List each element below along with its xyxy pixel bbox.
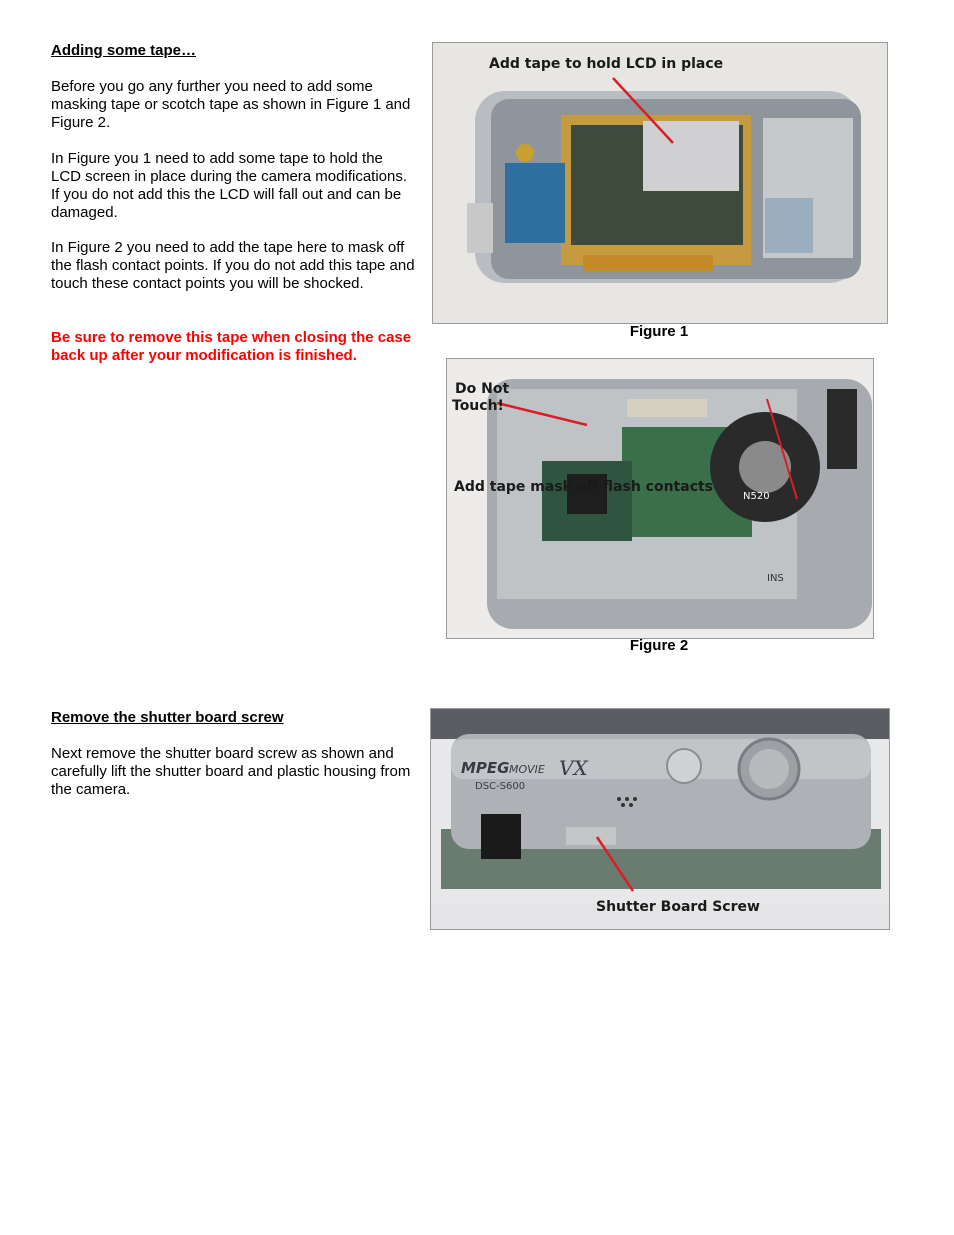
intro-paragraph: Before you go any further you need to ad…	[51, 78, 411, 131]
figure3-photo: MPEG MOVIE VX DSC-S600 Shutter Board Scr…	[430, 708, 890, 930]
figure2-annotation-top-line1: Do Not	[455, 381, 509, 397]
figure3-model: DSC-S600	[475, 781, 525, 792]
figure2-paragraph: In Figure 2 you need to add the tape her…	[51, 239, 415, 292]
figure3-brand-movie: MOVIE	[509, 763, 545, 776]
figure3-annotation: Shutter Board Screw	[596, 899, 760, 915]
figure2-annotation-top-line2: Touch!	[452, 398, 504, 414]
shutter-paragraph: Next remove the shutter board screw as s…	[51, 745, 411, 798]
figure3-brand-main: MPEG	[461, 759, 509, 777]
figure2-chip-text: N520	[743, 491, 770, 502]
figure2-caption: Figure 2	[629, 637, 689, 654]
figure2-label-text: INS	[767, 573, 784, 584]
figure1-paragraph: In Figure you 1 need to add some tape to…	[51, 150, 408, 221]
figure2-annotation-mid: Add tape mask off flash contacts	[454, 479, 713, 495]
figure1-caption: Figure 1	[629, 323, 689, 340]
section-heading-shutter-screw: Remove the shutter board screw	[51, 709, 284, 726]
figure3-brand-vx: VX	[559, 756, 588, 780]
figure1-photo: Add tape to hold LCD in place	[432, 42, 888, 324]
warning-text: Be sure to remove this tape when closing…	[51, 329, 412, 364]
section-heading-adding-tape: Adding some tape…	[51, 42, 197, 59]
figure2-photo: N520 INS Do Not Touch! Add tape mask off…	[446, 358, 874, 639]
figure1-annotation: Add tape to hold LCD in place	[489, 56, 723, 72]
